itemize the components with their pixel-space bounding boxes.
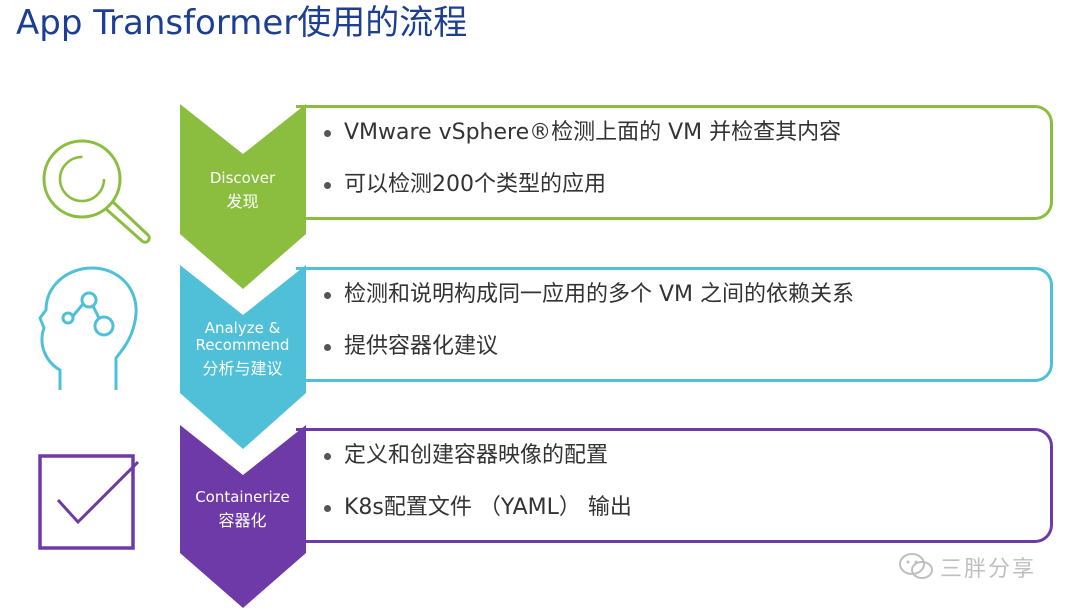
chevron-analyze xyxy=(180,265,306,449)
step-containerize-bullets: 定义和创建容器映像的配置 K8s配置文件 （YAML） 输出 xyxy=(324,443,632,547)
page-title: App Transformer使用的流程 xyxy=(16,3,468,43)
step-containerize-label: Containerize 容器化 xyxy=(180,488,305,530)
head-network-icon xyxy=(38,266,138,390)
label-cn: 发现 xyxy=(226,192,259,211)
watermark-text: 三胖分享 xyxy=(940,557,1037,582)
label-en: Containerize xyxy=(195,488,290,506)
step-analyze-bullets: 检测和说明构成同一应用的多个 VM 之间的依赖关系 提供容器化建议 xyxy=(324,282,854,386)
label-cn: 分析与建议 xyxy=(202,359,283,378)
chevron-discover xyxy=(180,104,306,289)
label-cn: 容器化 xyxy=(218,511,267,530)
step-containerize-box: 定义和创建容器映像的配置 K8s配置文件 （YAML） 输出 xyxy=(296,428,1053,543)
step-discover-label: Discover 发现 xyxy=(180,169,305,211)
chevron-containerize xyxy=(180,425,306,608)
step-analyze-box: 检测和说明构成同一应用的多个 VM 之间的依赖关系 提供容器化建议 xyxy=(296,267,1053,382)
step-discover-box: VMware vSphere®检测上面的 VM 并检查其内容 可以检测200个类… xyxy=(296,105,1053,220)
checkbox-icon xyxy=(38,454,140,550)
bullet: K8s配置文件 （YAML） 输出 xyxy=(324,495,632,521)
magnifier-icon xyxy=(42,139,151,244)
bullet: 检测和说明构成同一应用的多个 VM 之间的依赖关系 xyxy=(324,282,854,308)
bullet: VMware vSphere®检测上面的 VM 并检查其内容 xyxy=(324,120,841,146)
label-en: Discover xyxy=(209,169,276,187)
step-analyze-label: Analyze & Recommend 分析与建议 xyxy=(180,319,305,378)
bullet: 可以检测200个类型的应用 xyxy=(324,172,841,198)
label-en: Analyze & Recommend xyxy=(195,319,290,354)
bullet: 提供容器化建议 xyxy=(324,334,854,360)
wechat-icon xyxy=(899,553,933,579)
step-discover-bullets: VMware vSphere®检测上面的 VM 并检查其内容 可以检测200个类… xyxy=(324,120,841,224)
watermark: 三胖分享 xyxy=(898,552,1036,582)
bullet: 定义和创建容器映像的配置 xyxy=(324,443,632,469)
